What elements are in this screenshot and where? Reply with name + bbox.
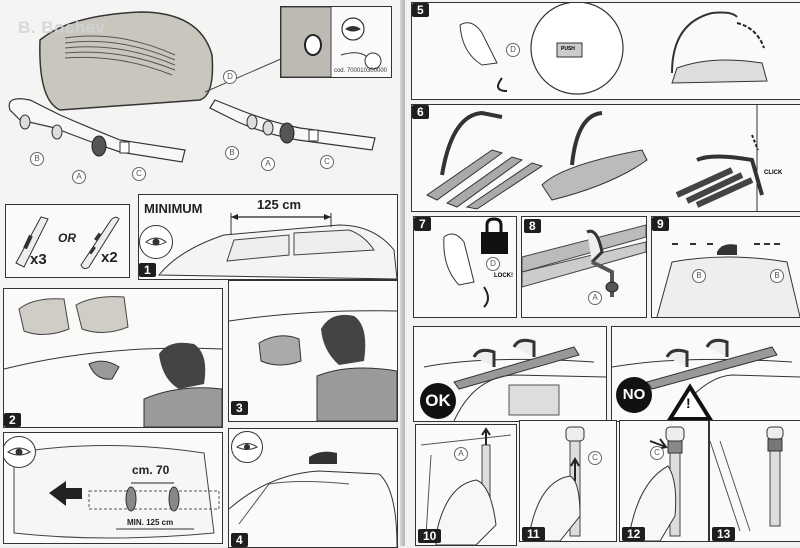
direction-arrow-icon — [49, 481, 82, 506]
step-7-number: 7 — [414, 217, 431, 231]
step-4-panel: 4 — [228, 428, 398, 548]
strap-securing-illustration — [629, 426, 685, 541]
skis-snowboard-illustration — [15, 216, 120, 270]
step-13-number: 13 — [712, 527, 736, 541]
label-c: C — [650, 446, 664, 460]
skis-icon — [15, 216, 49, 268]
strap-complete-illustration — [710, 426, 784, 532]
step-1-number: 1 — [139, 263, 156, 277]
no-panel: ! NO — [611, 326, 800, 422]
step-10-panel: A 10 — [415, 424, 517, 546]
step-8-panel: A 8 — [521, 216, 647, 318]
label-a-right: A — [261, 157, 275, 171]
distance-label: 125 cm — [257, 197, 302, 212]
locking-illustration — [443, 217, 508, 308]
correct-mounting-illustration — [423, 338, 606, 421]
step-11-number: 11 — [522, 527, 545, 541]
snowboards-count: x2 — [101, 249, 118, 266]
placing-carrier-illustration — [229, 310, 397, 421]
left-strap — [8, 98, 186, 163]
no-badge: NO — [616, 377, 652, 413]
step-6-number: 6 — [412, 105, 429, 119]
warning-icon — [666, 383, 714, 421]
strap-pulling-illustration — [529, 426, 585, 541]
push-label: PUSH — [561, 46, 575, 52]
step-11-panel: C 11 — [519, 420, 617, 542]
label-a: A — [588, 291, 602, 305]
step-8-number: 8 — [524, 219, 541, 233]
step-2-panel: 2 — [3, 288, 223, 428]
label-d: D — [506, 43, 520, 57]
label-b-right: B — [225, 146, 239, 160]
step-3-number: 3 — [231, 401, 248, 415]
incorrect-mounting-illustration — [612, 338, 800, 421]
click-label: CLICK — [764, 170, 783, 176]
min-length-label: MIN. 125 cm — [127, 518, 174, 527]
step-7-panel: D LOCK! 7 — [413, 216, 517, 318]
car-roof-distance-illustration — [157, 213, 397, 279]
label-b-left: B — [30, 152, 44, 166]
strap-attachment-illustration — [522, 224, 646, 297]
carrier-on-roof-illustration — [229, 451, 397, 547]
key-inset-illustration — [281, 7, 382, 77]
left-page: B A C B A C D cod. 700010300000 B. Boche… — [3, 6, 398, 548]
label-a-left: A — [72, 170, 86, 184]
ok-badge: OK — [420, 383, 456, 419]
rear-view-illustration — [656, 243, 800, 317]
right-strap — [209, 99, 376, 151]
opening-carrier-illustration — [459, 3, 768, 95]
label-b-right: B — [770, 269, 784, 283]
minimum-label: MINIMUM — [144, 201, 203, 216]
label-b-left: B — [692, 269, 706, 283]
eye-icon — [139, 225, 173, 259]
warning-mark: ! — [686, 395, 691, 411]
step-9-panel: B B 9 — [651, 216, 800, 318]
step-13-panel: 13 — [709, 420, 800, 542]
right-page: D PUSH 5 CLICK 6 D LOCK! — [405, 0, 800, 546]
step-9-number: 9 — [652, 217, 669, 231]
step-1-panel: MINIMUM 125 cm 1 — [138, 194, 398, 280]
step-12-panel: C 12 — [619, 420, 709, 542]
eye-icon — [231, 431, 263, 463]
step-6-panel: CLICK 6 — [411, 104, 800, 212]
product-illustration — [8, 11, 376, 163]
spacing-label: cm. 70 — [132, 463, 170, 477]
step-4-number: 4 — [231, 533, 248, 547]
car-top-view-illustration — [13, 445, 220, 539]
loading-skis-illustration — [426, 105, 764, 211]
step-12-number: 12 — [622, 527, 646, 541]
key-inset-panel: cod. 700010300000 — [280, 6, 392, 78]
label-c-right: C — [320, 155, 334, 169]
product-code: cod. 700010300000 — [333, 68, 387, 74]
watermark: B. Bochev — [18, 18, 106, 37]
label-d: D — [486, 257, 500, 271]
lock-icon — [481, 232, 508, 254]
skis-count: x3 — [30, 251, 47, 268]
capacity-panel: OR x3 x2 — [5, 204, 130, 278]
book-spine — [400, 0, 408, 546]
label-c: C — [588, 451, 602, 465]
lock-label: LOCK! — [494, 273, 513, 279]
snowboard-icon — [80, 216, 120, 270]
step-3-panel: 3 — [228, 280, 398, 422]
cleaning-roof-illustration — [4, 296, 222, 427]
label-c-left: C — [132, 167, 146, 181]
key-icon — [364, 52, 382, 70]
or-text: OR — [58, 231, 76, 245]
eye-icon — [4, 436, 36, 468]
ok-panel: OK — [413, 326, 607, 422]
step-5-panel: D PUSH 5 — [411, 2, 800, 100]
label-a: A — [454, 447, 468, 461]
strap-threading-illustration — [420, 427, 512, 545]
label-d: D — [223, 70, 237, 84]
step-2-number: 2 — [4, 413, 21, 427]
step-10-number: 10 — [418, 529, 442, 543]
step-5-number: 5 — [412, 3, 429, 17]
top-view-panel: cm. 70 MIN. 125 cm — [3, 432, 223, 544]
